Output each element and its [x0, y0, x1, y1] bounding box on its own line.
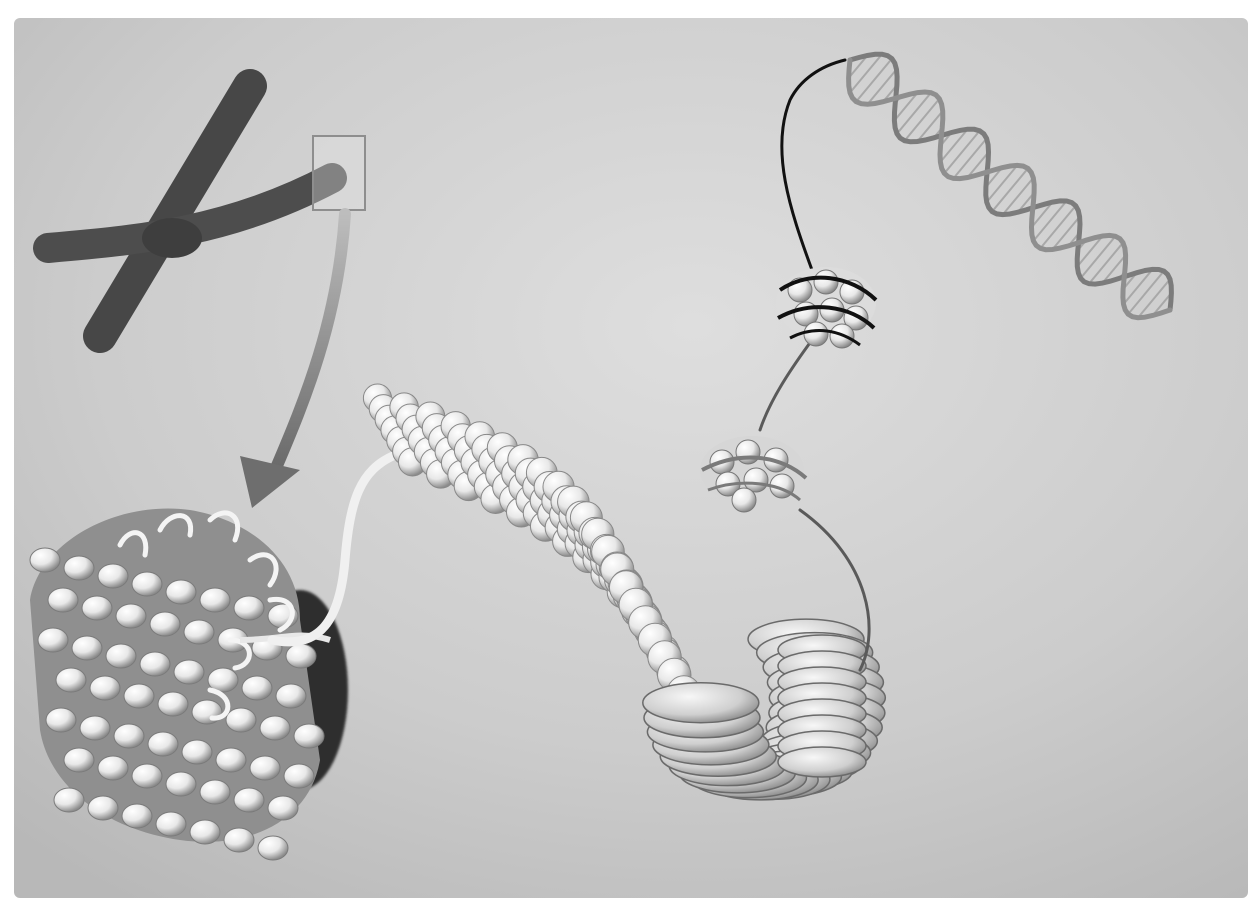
- zoom-box-icon: [313, 136, 365, 210]
